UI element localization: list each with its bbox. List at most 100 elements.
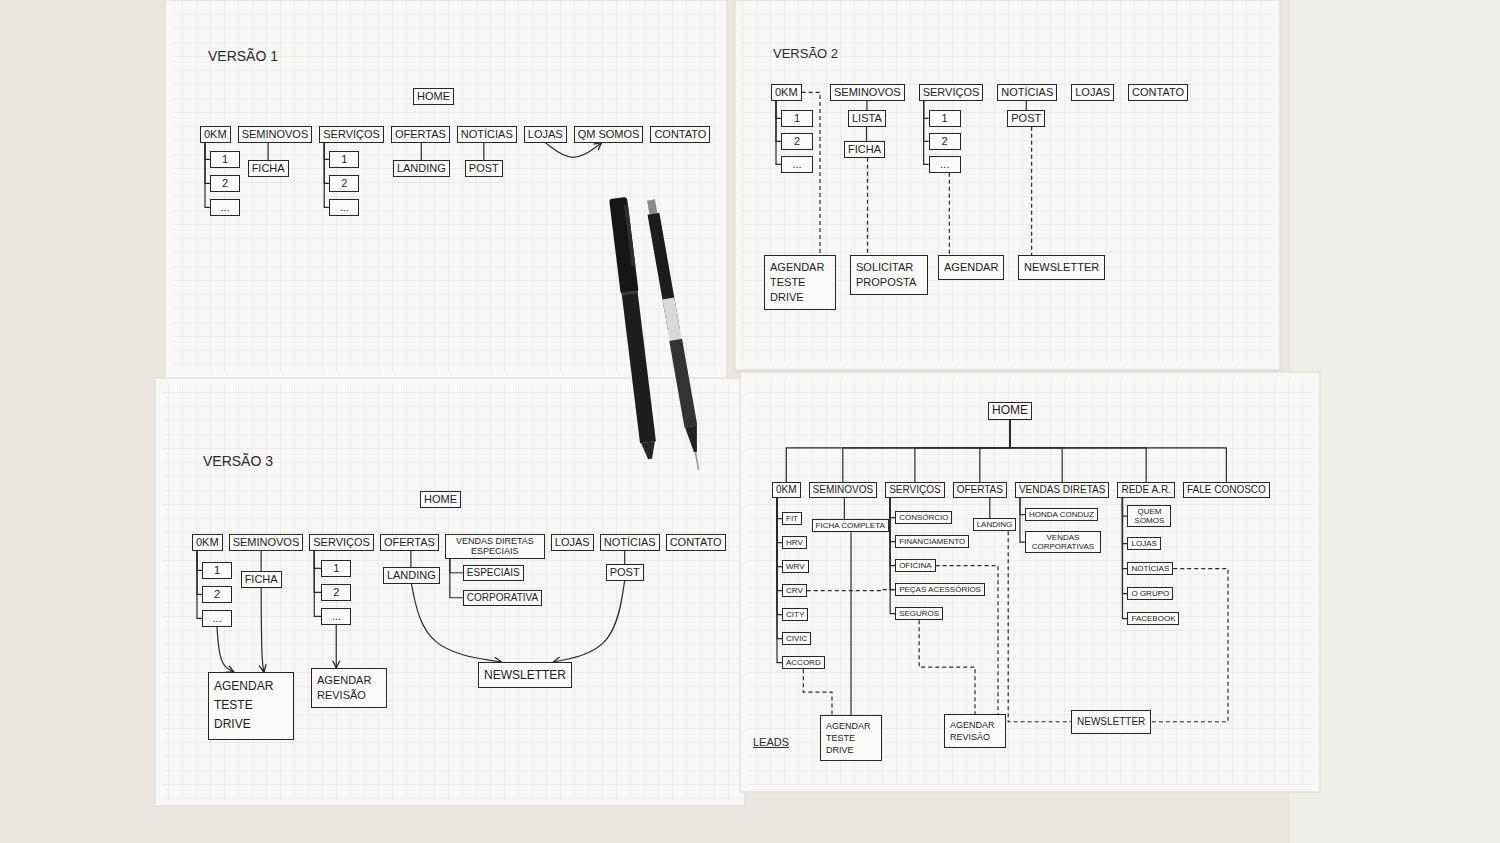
page-box: HOME — [988, 402, 1032, 420]
page-box: SERVIÇOS — [885, 482, 945, 498]
box-label: 2 — [206, 588, 228, 601]
box-label: FACEBOOK — [1131, 614, 1175, 623]
box-label: VENDAS CORPORATIVAS — [1029, 533, 1097, 551]
page-box: SEMINOVOS — [229, 534, 304, 551]
box-label: ... — [325, 610, 347, 623]
box-label: HOME — [424, 493, 457, 506]
page-box: VENDAS DIRETAS ESPECIAIS — [445, 534, 545, 559]
box-label: FIT — [786, 514, 798, 523]
connector — [1010, 420, 1062, 482]
box-label: LOJAS — [528, 128, 563, 141]
box-label: NEWSLETTER — [1024, 260, 1099, 275]
box-label: QM SOMOS — [578, 128, 640, 141]
connector — [1010, 420, 1226, 482]
connector — [624, 551, 625, 564]
page-box: OFERTAS — [953, 482, 1007, 498]
connector — [261, 551, 262, 571]
connector — [450, 559, 463, 598]
page-box: SEMINOVOS — [238, 126, 313, 143]
box-label: CONSÓRCIO — [899, 513, 948, 522]
page-box: LANDING — [393, 160, 450, 177]
box-label: ACCORD — [786, 658, 821, 667]
sheet-label: VERSÃO 3 — [203, 453, 273, 469]
page-box: OFICINA — [895, 559, 935, 572]
connector — [314, 551, 321, 569]
connector — [421, 143, 422, 160]
paper-sheet — [735, 0, 1280, 370]
page-box: O GRUPO — [1127, 587, 1173, 600]
box-label: SERVIÇOS — [923, 86, 980, 99]
page-box: 1 — [781, 110, 813, 127]
page-box: FACEBOOK — [1127, 612, 1179, 625]
connector — [949, 173, 950, 255]
page-box: CIVIC — [782, 632, 811, 645]
connector — [336, 625, 337, 668]
page-box: CRV — [782, 584, 807, 597]
box-label: 1 — [325, 562, 347, 575]
box-label: HRV — [786, 538, 803, 547]
lead-box: AGENDAR — [938, 255, 1004, 280]
box-label: SEMINOVOS — [813, 484, 874, 496]
connector — [553, 581, 624, 662]
connector — [1010, 420, 1146, 482]
page-box: ... — [202, 610, 232, 627]
box-label: NOTÍCIAS — [461, 128, 513, 141]
page-box: HRV — [782, 536, 807, 549]
box-label: 0KM — [196, 536, 219, 549]
page-box: 0KM — [200, 126, 231, 143]
page-box: FINANCIAMENTO — [895, 535, 969, 548]
page-box: FICHA COMPLETA — [812, 519, 889, 532]
lead-box: AGENDAR REVISÃO — [944, 714, 1006, 748]
box-label: NEWSLETTER — [1077, 715, 1145, 729]
page-box: 0KM — [772, 482, 801, 498]
box-label: POST — [610, 566, 640, 579]
lead-box: NEWSLETTER — [1071, 710, 1151, 734]
page-box: 2 — [210, 175, 240, 192]
box-label: FALE CONOSCO — [1187, 484, 1266, 496]
page-box: 1 — [329, 151, 359, 168]
connector — [450, 559, 463, 573]
box-label: LOJAS — [555, 536, 590, 549]
box-label: HOME — [417, 90, 450, 103]
page-box: REDE A.R. — [1117, 482, 1174, 498]
page-box: SERVIÇOS — [919, 84, 984, 101]
box-label: 1 — [333, 153, 355, 166]
page-box: CONTATO — [1128, 84, 1188, 101]
box-label: ... — [214, 201, 236, 214]
box-label: SERVIÇOS — [323, 128, 380, 141]
connector — [545, 143, 601, 158]
box-label: SOLICITAR PROPOSTA — [856, 260, 922, 290]
page-box: 1 — [202, 562, 232, 579]
box-label: CITY — [786, 610, 804, 619]
box-label: FICHA — [252, 162, 285, 175]
box-label: CONTATO — [654, 128, 706, 141]
connector — [844, 498, 845, 520]
page-box: LISTA — [848, 110, 886, 127]
box-label: CIVIC — [786, 634, 807, 643]
box-label: LISTA — [852, 112, 882, 125]
box-label: VENDAS DIRETAS — [1019, 484, 1106, 496]
box-label: 1 — [933, 112, 957, 125]
connector — [777, 498, 782, 567]
box-label: AGENDAR TESTE DRIVE — [214, 677, 288, 735]
box-label: NEWSLETTER — [484, 667, 566, 683]
box-label: OFICINA — [899, 561, 931, 570]
page-box: FICHA — [248, 160, 289, 177]
page-box: NOTÍCIAS — [1127, 562, 1173, 575]
page-box: LOJAS — [524, 126, 567, 143]
page-box: POST — [1007, 110, 1045, 127]
connector — [807, 590, 895, 591]
lead-box: AGENDAR TESTE DRIVE — [820, 715, 882, 761]
box-label: ... — [206, 612, 228, 625]
box-label: O GRUPO — [1131, 589, 1169, 598]
connector — [919, 620, 975, 714]
box-label: OFERTAS — [957, 484, 1003, 496]
page-box: SERVIÇOS — [309, 534, 374, 551]
box-label: 2 — [785, 135, 809, 148]
page-box: LANDING — [973, 518, 1017, 531]
lead-box: NEWSLETTER — [478, 662, 572, 688]
connector — [483, 143, 484, 160]
box-label: LANDING — [977, 520, 1013, 529]
paper-sheet — [155, 378, 745, 806]
page-box: ACCORD — [782, 656, 825, 669]
